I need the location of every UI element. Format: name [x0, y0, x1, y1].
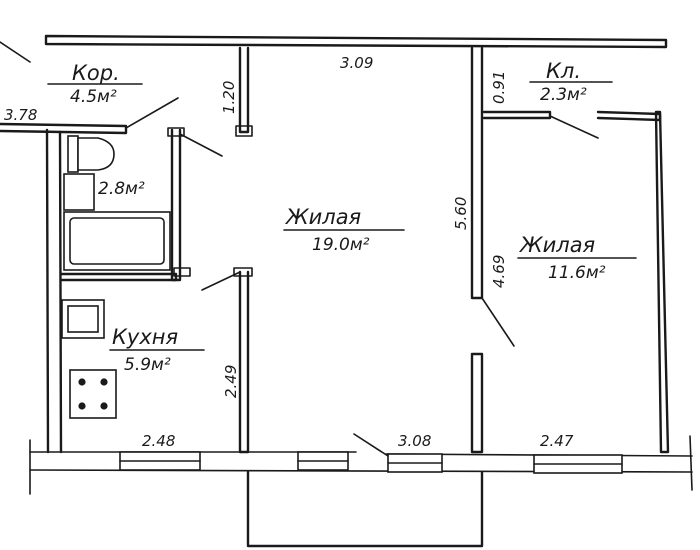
toilet-bowl-icon [77, 137, 115, 171]
sink-icon [63, 173, 95, 211]
kitchen-name: Кухня [112, 325, 178, 349]
balcony [246, 470, 484, 548]
dim-corridor-wall: 1.20 [220, 81, 238, 114]
living-large-name: Жилая [284, 205, 361, 229]
bathroom-door-swing [179, 133, 223, 157]
dim-kitchen-depth: 2.49 [222, 365, 240, 398]
top-wall [44, 34, 668, 49]
stove-burner [100, 402, 108, 410]
dim-pantry-depth: 0.91 [490, 71, 508, 104]
dim-living-small-width: 2.47 [540, 432, 574, 450]
living-divider-wall-lower [470, 352, 484, 454]
door-jamb-1 [235, 125, 253, 137]
kitchen-area: 5.9м² [124, 355, 171, 375]
pantry-name: Кл. [546, 59, 581, 83]
corridor-bottom-wall [0, 122, 128, 135]
left-wall [45, 128, 50, 454]
corridor-door-swing [125, 97, 179, 129]
corridor-living-wall-top [238, 46, 250, 134]
left-stair-line [0, 41, 31, 63]
fixtures [61, 135, 171, 419]
pantry-bottom-wall-b [596, 110, 662, 122]
living-large-area: 19.0м² [312, 235, 370, 255]
bathroom-right-wall [170, 128, 182, 282]
pantry-bottom-wall [482, 110, 552, 120]
bottom-wall [29, 433, 693, 548]
stove-burner [78, 378, 86, 386]
toilet-tank [67, 135, 79, 173]
living-small-area: 11.6м² [548, 263, 606, 283]
dim-corridor-length: 3.78 [4, 106, 37, 124]
dim-living-large-top: 3.09 [340, 54, 373, 72]
stove-burner [100, 378, 108, 386]
bottom-right-tick [689, 435, 693, 491]
dim-kitchen-width: 2.48 [142, 432, 175, 450]
corridor-area: 4.5м² [70, 87, 117, 107]
door-jamb-2 [233, 267, 253, 277]
kitchen-living-wall [238, 270, 250, 454]
living-divider-wall [470, 46, 484, 300]
living-small-name: Жилая [518, 233, 595, 257]
kitchen-door-swing [201, 271, 241, 291]
dimension-labels: 3.78 1.20 3.09 5.60 0.91 4.69 2.49 2.48 … [4, 54, 574, 450]
living-small-door-swing [481, 297, 515, 347]
right-wall [654, 110, 670, 454]
stove-icon [69, 369, 117, 419]
bathroom-area: 2.8м² [98, 179, 145, 199]
dim-living-large-bottom: 3.08 [398, 432, 431, 450]
bathroom-bottom-wall [59, 272, 178, 282]
left-wall-inner [58, 130, 63, 454]
room-labels: Кор. 4.5м² 2.8м² Кл. 2.3м² Жилая 19.0м² … [47, 59, 637, 375]
bathtub-inner [69, 217, 165, 265]
pantry-area: 2.3м² [540, 85, 587, 105]
stove-burner [78, 402, 86, 410]
walls [0, 34, 670, 454]
kitchen-sink-inner [67, 305, 99, 333]
balcony-door-swing [353, 433, 389, 457]
dim-living-small-depth: 4.69 [490, 255, 508, 288]
corridor-name: Кор. [72, 61, 120, 85]
dim-living-large-depth: 5.60 [452, 197, 470, 230]
pantry-door-swing [549, 115, 599, 139]
